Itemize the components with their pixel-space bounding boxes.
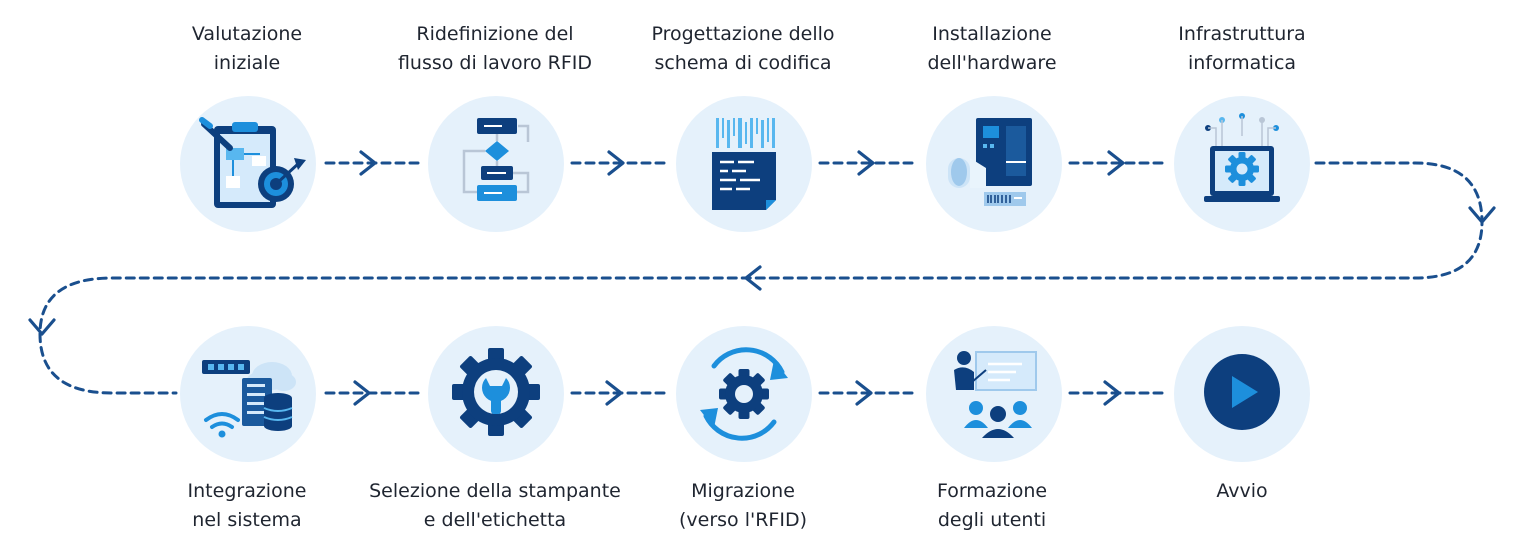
arrow-down-icon bbox=[28, 318, 56, 336]
laptop-gear-icon bbox=[1204, 113, 1280, 202]
step-label: Selezione della stampante e dell'etichet… bbox=[369, 480, 621, 531]
step-label: Progettazione dello schema di codifica bbox=[651, 23, 835, 74]
step-ridefinizione-flusso bbox=[428, 96, 564, 232]
arrow-right-icon bbox=[855, 380, 873, 406]
step-integrazione-sistema bbox=[180, 326, 316, 462]
play-icon bbox=[1204, 354, 1280, 430]
step-progettazione-codifica bbox=[676, 96, 812, 232]
step-label: Infrastruttura informatica bbox=[1178, 23, 1306, 74]
document-code-icon bbox=[712, 118, 776, 210]
printer-hardware-icon bbox=[948, 118, 1032, 206]
workflow-icon bbox=[462, 118, 530, 201]
server-network-icon bbox=[202, 360, 296, 438]
step-label: Ridefinizione del flusso di lavoro RFID bbox=[397, 23, 593, 74]
step-installazione-hardware bbox=[926, 96, 1062, 232]
arrow-down-icon bbox=[1468, 206, 1496, 224]
step-label: Valutazione iniziale bbox=[191, 23, 303, 74]
connector-line bbox=[38, 161, 1484, 395]
arrow-right-icon bbox=[607, 150, 625, 176]
step-formazione-utenti bbox=[926, 326, 1062, 462]
step-label: Formazione degli utenti bbox=[936, 480, 1048, 531]
arrow-right-icon bbox=[1107, 150, 1125, 176]
arrow-left-icon bbox=[744, 265, 762, 291]
training-icon bbox=[954, 351, 1037, 438]
arrow-right-icon bbox=[1103, 380, 1121, 406]
step-migrazione bbox=[676, 326, 812, 462]
clipboard-target-icon bbox=[199, 117, 306, 208]
step-avvio bbox=[1174, 326, 1310, 462]
arrow-right-icon bbox=[353, 380, 371, 406]
gear-cycle-icon bbox=[700, 347, 788, 441]
arrow-right-icon bbox=[359, 150, 377, 176]
arrow-right-icon bbox=[857, 150, 875, 176]
step-label: Avvio bbox=[1216, 480, 1268, 502]
step-label: Migrazione (verso l'RFID) bbox=[679, 480, 807, 531]
step-selezione-stampante bbox=[428, 326, 564, 462]
step-valutazione-iniziale bbox=[180, 96, 316, 232]
step-label: Installazione dell'hardware bbox=[927, 23, 1057, 74]
step-infrastruttura-informatica bbox=[1174, 96, 1310, 232]
step-label: Integrazione nel sistema bbox=[187, 480, 307, 531]
gear-wrench-icon bbox=[452, 348, 540, 436]
arrow-right-icon bbox=[605, 380, 623, 406]
